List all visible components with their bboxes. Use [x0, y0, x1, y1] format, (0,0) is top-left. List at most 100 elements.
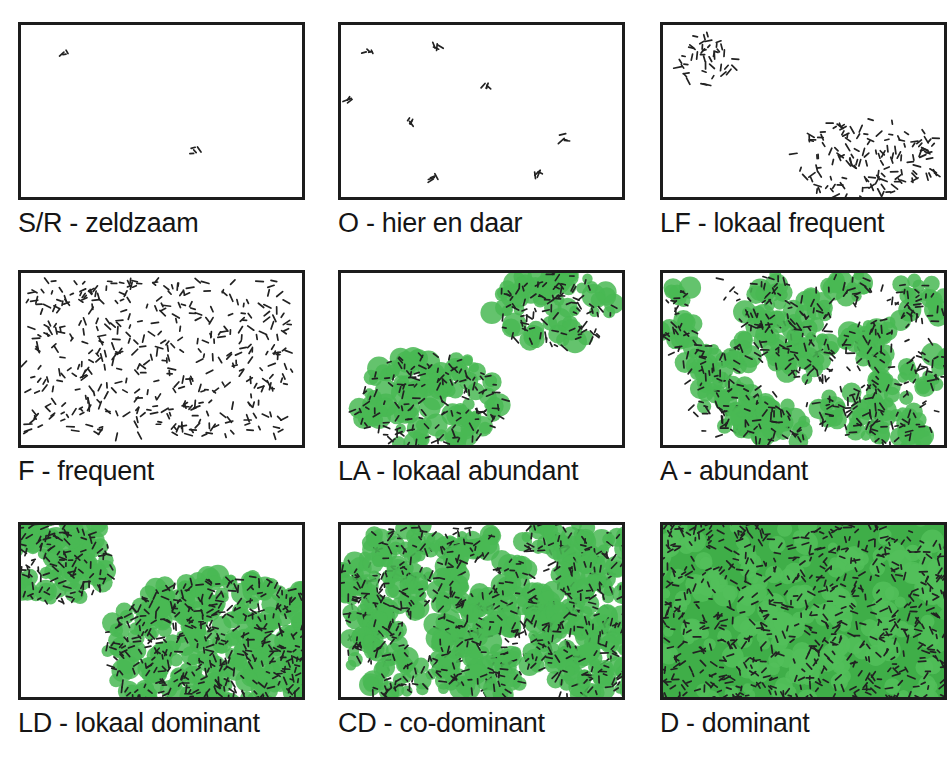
plant-mark: [92, 590, 94, 594]
plant-mark: [61, 373, 65, 377]
green-cover: [746, 285, 765, 304]
plant-mark: [67, 415, 69, 418]
plant-mark: [844, 335, 848, 338]
plant-mark: [595, 334, 599, 337]
plant-mark: [916, 424, 919, 426]
plant-mark: [199, 402, 203, 404]
plant-mark: [137, 283, 142, 285]
plant-mark: [795, 355, 799, 360]
plant-mark: [28, 292, 35, 293]
plant-mark: [45, 404, 50, 407]
plant-mark: [578, 326, 581, 332]
plant-mark: [923, 401, 926, 403]
plant-mark: [900, 284, 905, 286]
plant-mark: [516, 289, 519, 294]
plant-mark: [682, 361, 684, 368]
plant-mark: [922, 352, 925, 354]
plant-mark: [115, 382, 122, 384]
plant-mark: [931, 320, 938, 322]
plant-mark: [865, 398, 872, 399]
plant-mark: [896, 302, 899, 304]
plant-mark: [54, 346, 58, 352]
plant-mark: [886, 146, 888, 152]
plant-mark: [926, 173, 928, 180]
plant-mark: [239, 327, 243, 333]
plant-mark: [596, 313, 599, 317]
plant-mark: [277, 352, 279, 359]
plant-mark: [590, 304, 594, 307]
plant-mark: [235, 360, 237, 363]
plant-mark: [155, 347, 162, 349]
plant-mark: [419, 417, 422, 419]
plant-mark: [856, 160, 858, 165]
plant-mark: [682, 55, 685, 57]
green-cover: [48, 570, 59, 581]
plant-mark: [369, 396, 370, 399]
plant-mark: [274, 427, 280, 428]
plant-mark: [816, 155, 818, 159]
plant-mark: [243, 303, 245, 306]
green-cover: [482, 372, 501, 391]
plant-mark: [438, 45, 443, 48]
plant-mark: [554, 345, 557, 347]
plant-mark: [168, 291, 171, 294]
plant-mark: [866, 179, 869, 182]
plant-mark: [780, 345, 785, 348]
plant-mark: [840, 387, 841, 392]
plant-mark: [566, 302, 571, 304]
plant-mark: [157, 297, 162, 301]
green-cover: [66, 556, 79, 569]
green-cover: [924, 298, 944, 322]
plant-mark: [407, 418, 411, 421]
plant-mark: [863, 278, 870, 281]
plant-mark: [931, 294, 933, 297]
plant-mark: [430, 176, 435, 178]
plant-mark: [721, 72, 726, 76]
plant-mark: [365, 427, 371, 428]
plant-mark: [395, 416, 398, 421]
green-cover: [509, 287, 522, 300]
plant-mark: [785, 364, 790, 369]
plant-mark: [843, 283, 845, 290]
plant-mark: [72, 409, 76, 415]
plant-mark: [247, 300, 249, 304]
plant-mark: [147, 409, 151, 411]
green-cover: [56, 525, 78, 527]
plant-mark: [755, 386, 761, 390]
plant-mark: [751, 283, 757, 285]
plant-mark: [900, 155, 902, 160]
plant-mark: [106, 383, 108, 388]
plant-mark: [523, 299, 525, 305]
plant-mark: [272, 345, 275, 349]
plant-mark: [880, 346, 882, 353]
plant-mark: [860, 196, 864, 197]
plant-mark: [491, 415, 493, 419]
plant-mark: [128, 286, 131, 287]
plant-mark: [715, 375, 718, 377]
plant-mark: [895, 146, 896, 154]
plant-mark: [875, 330, 877, 335]
plant-mark: [611, 305, 616, 308]
green-cover: [393, 375, 409, 391]
plant-mark: [891, 191, 895, 192]
plant-mark: [911, 365, 913, 370]
green-cover: [820, 398, 834, 412]
plant-mark: [523, 286, 524, 290]
plant-mark: [680, 324, 682, 327]
plant-mark: [901, 313, 904, 318]
plant-mark: [709, 57, 712, 62]
plant-mark: [550, 343, 552, 347]
plant-mark: [231, 431, 234, 434]
plant-mark: [178, 337, 182, 340]
plant-mark: [584, 280, 587, 284]
plant-mark: [116, 322, 120, 326]
plant-mark: [732, 397, 737, 399]
plant-mark: [719, 370, 721, 377]
plant-mark: [457, 360, 461, 361]
plant-mark: [889, 133, 893, 135]
plant-mark: [805, 364, 811, 368]
plant-mark: [808, 359, 811, 361]
plant-mark: [518, 284, 520, 288]
plant-mark: [268, 290, 270, 296]
plant-mark: [493, 392, 500, 394]
